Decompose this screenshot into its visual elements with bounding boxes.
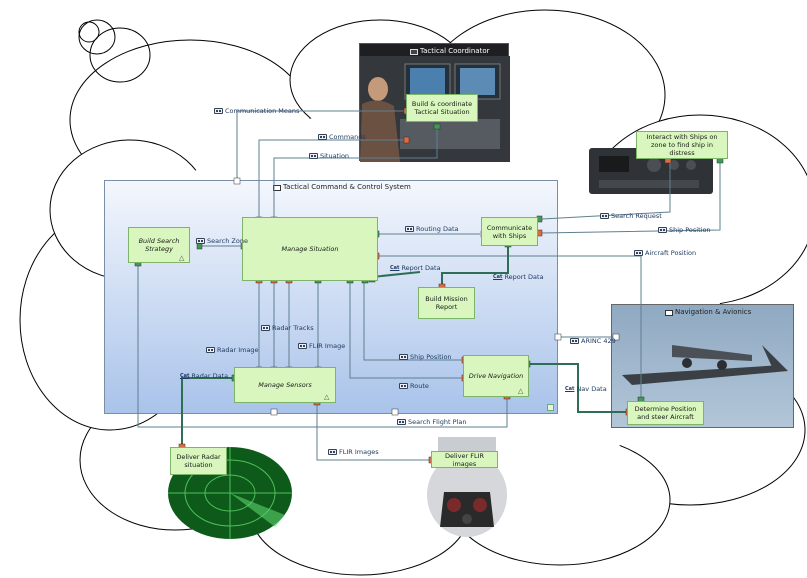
collapse-icon[interactable]: [547, 404, 554, 411]
exchange-label: FLIR Image: [309, 342, 346, 350]
exchange-icon: [298, 343, 307, 349]
exchange-icon: [658, 227, 667, 233]
exchange-label: Ship Position: [669, 226, 711, 234]
exchange-icon: [309, 153, 318, 159]
category-tag: Cat: [390, 265, 400, 271]
function-build-coordinate[interactable]: Build & coordinate Tactical Situation: [406, 94, 478, 122]
exchange-search-zone[interactable]: Search Zone: [196, 237, 248, 245]
exchange-label: Routing Data: [416, 225, 459, 233]
function-interact-ships[interactable]: Interact with Ships on zone to find ship…: [636, 131, 728, 159]
function-build-search-strategy[interactable]: Build Search Strategy: [128, 227, 190, 263]
exchange-flir-image[interactable]: FLIR Image: [298, 342, 345, 350]
exchange-communication-means[interactable]: Communication Means: [214, 107, 299, 115]
exchange-label: Search Flight Plan: [408, 418, 467, 426]
exchange-situation[interactable]: Situation: [309, 152, 349, 160]
exchange-icon: [405, 226, 414, 232]
exchange-label: Radar Image: [217, 346, 259, 354]
sub-function-icon: △: [518, 387, 524, 395]
exchange-label: Situation: [320, 152, 350, 160]
function-drive-navigation[interactable]: Drive Navigation: [463, 355, 529, 397]
sub-function-icon: △: [324, 393, 330, 401]
function-determine-position[interactable]: Determine Position and steer Aircraft: [627, 401, 704, 425]
exchange-icon: [399, 354, 408, 360]
exchange-icon: [570, 338, 579, 344]
tactical-coordinator-text: Tactical Coordinator: [420, 47, 490, 55]
function-build-mission-report[interactable]: Build Mission Report: [418, 287, 475, 319]
tactical-coordinator-title: Tactical Coordinator: [410, 47, 489, 56]
nav-avionics-title: Navigation & Avionics: [665, 308, 751, 317]
exchange-label: Ship Position: [410, 353, 452, 361]
exchange-icon: [261, 325, 270, 331]
exchange-search-request[interactable]: Search Request: [600, 212, 662, 220]
tccs-title-text: Tactical Command & Control System: [283, 183, 411, 191]
exchange-route[interactable]: Route: [399, 382, 429, 390]
exchange-label: Aircraft Position: [645, 249, 697, 257]
operator-photo: [360, 56, 510, 162]
sub-function-icon: △: [179, 254, 185, 262]
exchange-icon: [397, 419, 406, 425]
exchange-label: Route: [410, 382, 429, 390]
category-tag: Cat: [180, 373, 190, 379]
exchange-label: ARINC 429: [581, 337, 616, 345]
exchange-aircraft-position[interactable]: Aircraft Position: [634, 249, 696, 257]
function-manage-sensors[interactable]: Manage Sensors: [234, 367, 336, 403]
function-communicate-ships[interactable]: Communicate with Ships: [481, 217, 538, 246]
flir-turret-photo: [427, 437, 507, 537]
function-deliver-radar[interactable]: Deliver Radar situation: [170, 447, 227, 475]
actor-icon: [410, 48, 418, 55]
exchange-arinc-429[interactable]: ARINC 429: [570, 337, 616, 345]
exchange-label: Communication Means: [225, 107, 300, 115]
exchange-routing-data[interactable]: Routing Data: [405, 225, 459, 233]
exchange-label: Radar Data: [191, 372, 229, 380]
aircraft-photo: [622, 345, 788, 385]
exchange-commands[interactable]: Commands: [318, 133, 366, 141]
ship-radio-photo: [589, 148, 713, 194]
exchange-icon: [600, 213, 609, 219]
exchange-label: Nav Data: [576, 385, 607, 393]
nav-avionics-text: Navigation & Avionics: [675, 308, 752, 316]
category-tag: Cat: [493, 274, 503, 280]
exchange-icon: [634, 250, 643, 256]
exchange-radar-image[interactable]: Radar Image: [206, 346, 259, 354]
exchange-search-flight-plan[interactable]: Search Flight Plan: [397, 418, 466, 426]
system-icon: [665, 309, 673, 316]
exchange-icon: [328, 449, 337, 455]
exchange-label: Search Request: [611, 212, 662, 220]
function-deliver-flir[interactable]: Deliver FLIR images: [431, 451, 498, 468]
exchange-flir-images[interactable]: FLIR Images: [328, 448, 379, 456]
exchange-label: Report Data: [401, 264, 441, 272]
exchange-icon: [196, 238, 205, 244]
exchange-icon: [399, 383, 408, 389]
exchange-icon: [206, 347, 215, 353]
exchange-ship-position-top[interactable]: Ship Position: [658, 226, 711, 234]
exchange-radar-tracks[interactable]: Radar Tracks: [261, 324, 314, 332]
exchange-ship-position-mid[interactable]: Ship Position: [399, 353, 452, 361]
exchange-label: Report Data: [504, 273, 544, 281]
exchange-label: Commands: [329, 133, 366, 141]
exchange-label: FLIR Images: [339, 448, 379, 456]
exchange-label: Radar Tracks: [272, 324, 314, 332]
exchange-icon: [318, 134, 327, 140]
category-tag: Cat: [565, 386, 575, 392]
exchange-icon: [214, 108, 223, 114]
function-manage-situation[interactable]: Manage Situation: [242, 217, 378, 281]
exchange-label: Search Zone: [207, 237, 248, 245]
